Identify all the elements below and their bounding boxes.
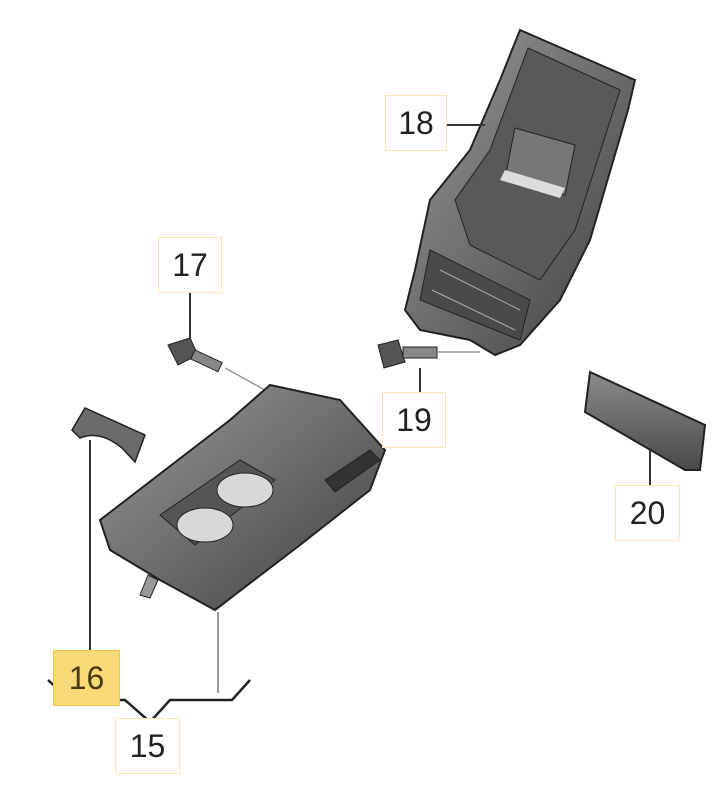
armrest-base-part[interactable] [98, 383, 387, 612]
callout-18[interactable]: 18 [385, 95, 447, 151]
armrest-lid-part[interactable] [403, 28, 637, 357]
clip-part[interactable] [71, 407, 146, 464]
callout-15[interactable]: 15 [115, 718, 180, 774]
callout-16-highlighted[interactable]: 16 [53, 650, 120, 706]
bolt-19-part[interactable] [377, 339, 438, 369]
callout-17[interactable]: 17 [158, 237, 222, 293]
trim-cap-part[interactable] [583, 370, 707, 471]
callout-20[interactable]: 20 [615, 485, 680, 541]
callout-19[interactable]: 19 [382, 392, 446, 448]
bolt-17-part[interactable] [167, 337, 223, 373]
